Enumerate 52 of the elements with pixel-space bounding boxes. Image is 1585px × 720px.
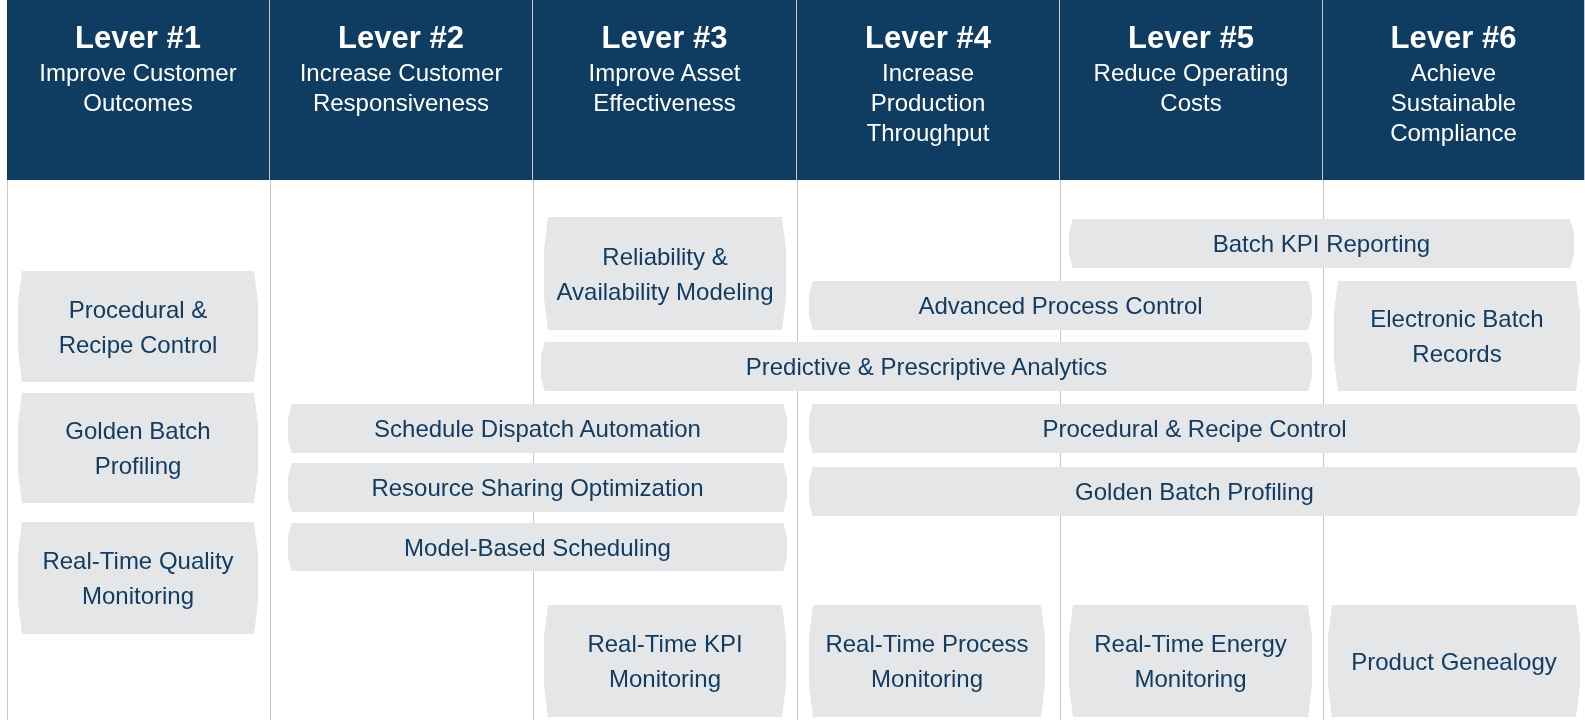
lever-number: Lever #1 <box>75 19 201 57</box>
capability-label: Electronic Batch Records <box>1369 304 1545 369</box>
capability-label: Resource Sharing Optimization <box>371 473 704 503</box>
capability-pill <box>544 605 786 717</box>
capability-pill <box>18 271 258 382</box>
capability-pill <box>809 281 1312 330</box>
capability-label: Procedural & Recipe Control <box>1042 414 1347 444</box>
capability-pill <box>18 522 258 634</box>
capability-pill <box>1334 281 1580 391</box>
capability-pill <box>18 393 258 503</box>
capability-label: Golden Batch Profiling <box>1075 477 1314 507</box>
capability-label: Real-Time Quality Monitoring <box>41 546 235 611</box>
lever-number: Lever #6 <box>1390 19 1517 57</box>
capability-pill <box>1069 605 1312 717</box>
capability-pill <box>288 463 787 512</box>
capability-label: Golden Batch Profiling <box>64 416 212 481</box>
capability-pill <box>1328 605 1580 717</box>
capability-label: Predictive & Prescriptive Analytics <box>745 352 1108 382</box>
lever-number: Lever #5 <box>1128 19 1254 57</box>
capability-label: Product Genealogy <box>1351 646 1557 677</box>
capability-label: Real-Time Process Monitoring <box>824 629 1030 694</box>
capability-label: Advanced Process Control <box>918 291 1203 321</box>
lever-header <box>270 0 533 180</box>
lever-title: Improve Asset Effectiveness <box>587 58 742 118</box>
capability-label: Reliability & Availability Modeling <box>556 241 774 307</box>
lever-title: Achieve Sustainable Compliance <box>1389 58 1518 148</box>
lever-header <box>797 0 1060 180</box>
capability-pill <box>541 342 1312 391</box>
capability-label: Model-Based Scheduling <box>404 532 671 563</box>
capability-label: Real-Time KPI Monitoring <box>586 629 744 694</box>
capability-label: Procedural & Recipe Control <box>57 294 219 360</box>
capability-pill <box>1069 219 1574 268</box>
lever-header <box>7 0 270 180</box>
lever-header <box>533 0 797 180</box>
capability-pill <box>544 217 786 330</box>
lever-number: Lever #4 <box>865 19 991 57</box>
capability-pill <box>809 404 1580 453</box>
lever-header <box>1323 0 1585 180</box>
capability-label: Batch KPI Reporting <box>1212 229 1431 259</box>
capability-pill <box>288 404 787 453</box>
capability-label: Real-Time Energy Monitoring <box>1093 629 1288 694</box>
capability-label: Schedule Dispatch Automation <box>374 414 701 444</box>
lever-number: Lever #3 <box>601 19 728 57</box>
lever-title: Increase Customer Responsiveness <box>298 58 504 118</box>
capability-pill <box>288 523 787 571</box>
lever-title: Reduce Operating Costs <box>1092 58 1290 118</box>
lever-title: Improve Customer Outcomes <box>38 58 238 118</box>
lever-title: Increase Production Throughput <box>865 58 991 148</box>
capability-pill <box>809 467 1580 516</box>
capability-pill <box>809 605 1045 717</box>
lever-header <box>1060 0 1323 180</box>
lever-number: Lever #2 <box>338 19 464 57</box>
